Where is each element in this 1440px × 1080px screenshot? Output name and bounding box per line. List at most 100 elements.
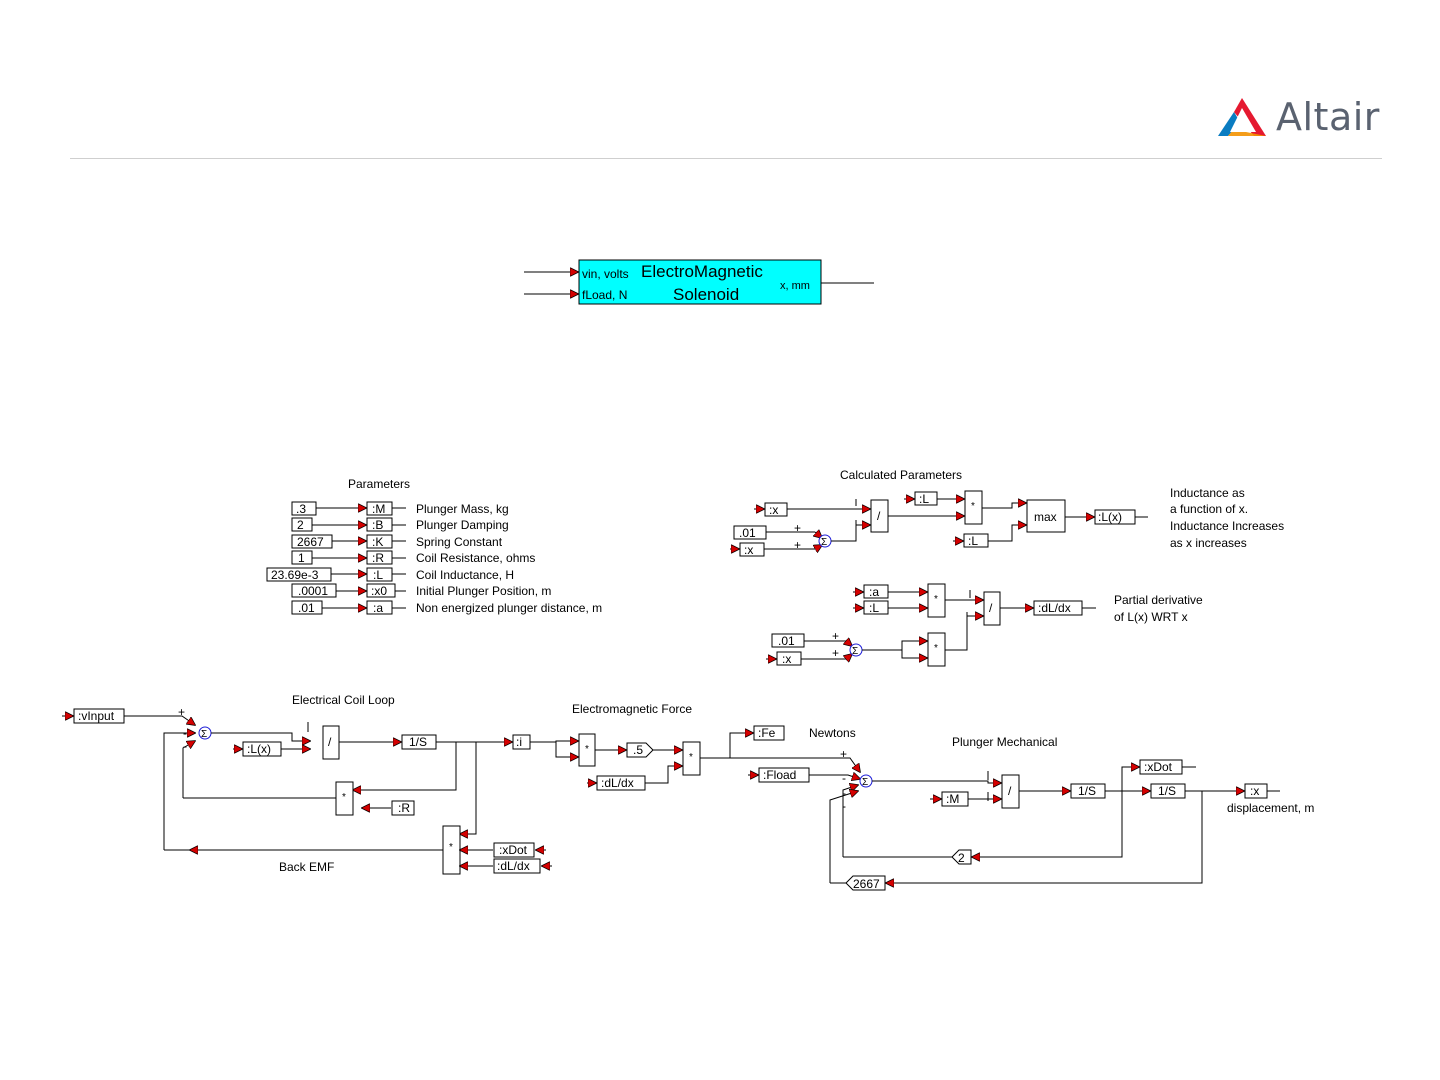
svg-text:Coil Resistance, ohms: Coil Resistance, ohms bbox=[416, 551, 535, 565]
svg-text::dL/dx: :dL/dx bbox=[601, 776, 634, 790]
svg-text::a: :a bbox=[869, 585, 879, 599]
svg-text::xDot: :xDot bbox=[499, 843, 528, 857]
param-row-damping: 2 :B Plunger Damping bbox=[291, 517, 509, 532]
param-row-spring: 2667 :K Spring Constant bbox=[291, 534, 503, 549]
svg-text:.01: .01 bbox=[778, 634, 795, 648]
svg-text:-: - bbox=[183, 726, 187, 740]
svg-text:*: * bbox=[449, 842, 453, 853]
brand-name: Altair bbox=[1276, 95, 1380, 139]
svg-text:1/S: 1/S bbox=[1158, 784, 1176, 798]
svg-text:1/S: 1/S bbox=[1078, 784, 1096, 798]
svg-text::x0: :x0 bbox=[371, 584, 387, 598]
svg-text:*: * bbox=[934, 594, 938, 605]
calculated-parameters-section: Calculated Parameters :x .01 :x + + Σ / … bbox=[730, 468, 1284, 667]
svg-text:Σ: Σ bbox=[821, 537, 827, 548]
svg-text:Plunger Damping: Plunger Damping bbox=[416, 518, 509, 532]
svg-text:23.69e-3: 23.69e-3 bbox=[271, 568, 319, 582]
svg-text::x: :x bbox=[744, 543, 753, 557]
svg-text:Σ: Σ bbox=[852, 646, 858, 657]
svg-text::L: :L bbox=[373, 568, 383, 582]
svg-text:*: * bbox=[585, 744, 589, 755]
svg-text::M: :M bbox=[946, 792, 959, 806]
svg-text:/: / bbox=[328, 735, 332, 749]
svg-text:as x increases: as x increases bbox=[1170, 536, 1247, 550]
svg-text:*: * bbox=[934, 643, 938, 654]
svg-text:*: * bbox=[971, 501, 975, 512]
solenoid-title-2: Solenoid bbox=[673, 285, 739, 304]
svg-text:1/S: 1/S bbox=[409, 735, 427, 749]
svg-text::x: :x bbox=[769, 503, 778, 517]
svg-text::dL/dx: :dL/dx bbox=[497, 859, 530, 873]
svg-text:*: * bbox=[342, 792, 346, 803]
svg-text:Initial Plunger Position, m: Initial Plunger Position, m bbox=[416, 584, 551, 598]
parameters-section: Parameters .3 :M Plunger Mass, kg 2 :B P… bbox=[266, 477, 602, 615]
svg-text::x: :x bbox=[782, 652, 791, 666]
svg-text:+: + bbox=[178, 705, 185, 719]
svg-text:*: * bbox=[689, 752, 693, 763]
svg-text::M: :M bbox=[372, 502, 385, 516]
svg-text::Fload: :Fload bbox=[763, 768, 796, 782]
svg-text:-: - bbox=[842, 799, 846, 813]
svg-text:.0001: .0001 bbox=[298, 584, 328, 598]
electromagnetic-force: Electromagnetic Force * .5 :dL/dx * :Fe … bbox=[530, 702, 860, 791]
svg-text::a: :a bbox=[373, 601, 383, 615]
svg-text:Inductance Increases: Inductance Increases bbox=[1170, 519, 1284, 533]
svg-text:+: + bbox=[794, 538, 801, 552]
port-fload-label: fLoad, N bbox=[582, 288, 627, 302]
svg-text::L: :L bbox=[968, 534, 978, 548]
svg-text:Spring Constant: Spring Constant bbox=[416, 535, 503, 549]
param-row-mass: .3 :M Plunger Mass, kg bbox=[291, 501, 509, 516]
header-divider bbox=[70, 158, 1382, 159]
svg-text:Plunger Mass, kg: Plunger Mass, kg bbox=[416, 502, 509, 516]
svg-text:max: max bbox=[1034, 510, 1057, 524]
calculated-title: Calculated Parameters bbox=[840, 468, 962, 482]
svg-text:/: / bbox=[1008, 784, 1012, 798]
svg-text:.5: .5 bbox=[633, 743, 643, 757]
param-row-distance: .01 :a Non energized plunger distance, m bbox=[291, 600, 602, 615]
port-vin-label: vin, volts bbox=[582, 267, 629, 281]
port-x-label: x, mm bbox=[780, 280, 810, 292]
svg-text::R: :R bbox=[372, 551, 384, 565]
solenoid-title-1: ElectroMagnetic bbox=[641, 262, 763, 281]
svg-text::K: :K bbox=[372, 535, 383, 549]
svg-text::dL/dx: :dL/dx bbox=[1038, 601, 1071, 615]
parameters-title: Parameters bbox=[348, 477, 410, 491]
solenoid-box bbox=[578, 259, 822, 305]
svg-text::i: :i bbox=[516, 735, 522, 749]
svg-text:Inductance as: Inductance as bbox=[1170, 486, 1245, 500]
plunger-mechanical: Plunger Mechanical :Fload - - - Σ :M / 1… bbox=[748, 735, 1314, 891]
svg-text:2: 2 bbox=[958, 851, 965, 865]
svg-text::x: :x bbox=[1250, 784, 1259, 798]
mechanical-title: Plunger Mechanical bbox=[952, 735, 1057, 749]
svg-text:2667: 2667 bbox=[297, 535, 324, 549]
svg-text::R: :R bbox=[398, 801, 410, 815]
svg-text:/: / bbox=[877, 509, 881, 523]
force-title: Electromagnetic Force bbox=[572, 702, 692, 716]
back-emf-label: Back EMF bbox=[279, 860, 334, 874]
svg-text:+: + bbox=[840, 747, 847, 761]
svg-text:Non energized plunger distance: Non energized plunger distance, m bbox=[416, 601, 602, 615]
svg-text:2: 2 bbox=[297, 518, 304, 532]
svg-text:.01: .01 bbox=[298, 601, 315, 615]
svg-text:/: / bbox=[989, 601, 993, 615]
newtons-label: Newtons bbox=[809, 726, 856, 740]
svg-text::B: :B bbox=[372, 518, 383, 532]
svg-text:of L(x) WRT x: of L(x) WRT x bbox=[1114, 610, 1188, 624]
svg-text:Partial derivative: Partial derivative bbox=[1114, 593, 1203, 607]
svg-text:.01: .01 bbox=[739, 526, 756, 540]
svg-text::L(x): :L(x) bbox=[247, 742, 271, 756]
svg-text::vInput: :vInput bbox=[78, 709, 115, 723]
svg-text:Coil Inductance, H: Coil Inductance, H bbox=[416, 568, 514, 582]
svg-text:-: - bbox=[842, 786, 846, 800]
svg-text:+: + bbox=[794, 521, 801, 535]
svg-text:-: - bbox=[183, 739, 187, 753]
svg-text:a function of x.: a function of x. bbox=[1170, 502, 1248, 516]
altair-logo-icon bbox=[1218, 98, 1266, 136]
param-row-position: .0001 :x0 Initial Plunger Position, m bbox=[291, 583, 551, 598]
electrical-title: Electrical Coil Loop bbox=[292, 693, 395, 707]
solenoid-block[interactable]: vin, volts fLoad, N ElectroMagnetic Sole… bbox=[524, 259, 874, 305]
displacement-label: displacement, m bbox=[1227, 801, 1314, 815]
svg-text:+: + bbox=[832, 629, 839, 643]
svg-text::Fe: :Fe bbox=[758, 726, 776, 740]
